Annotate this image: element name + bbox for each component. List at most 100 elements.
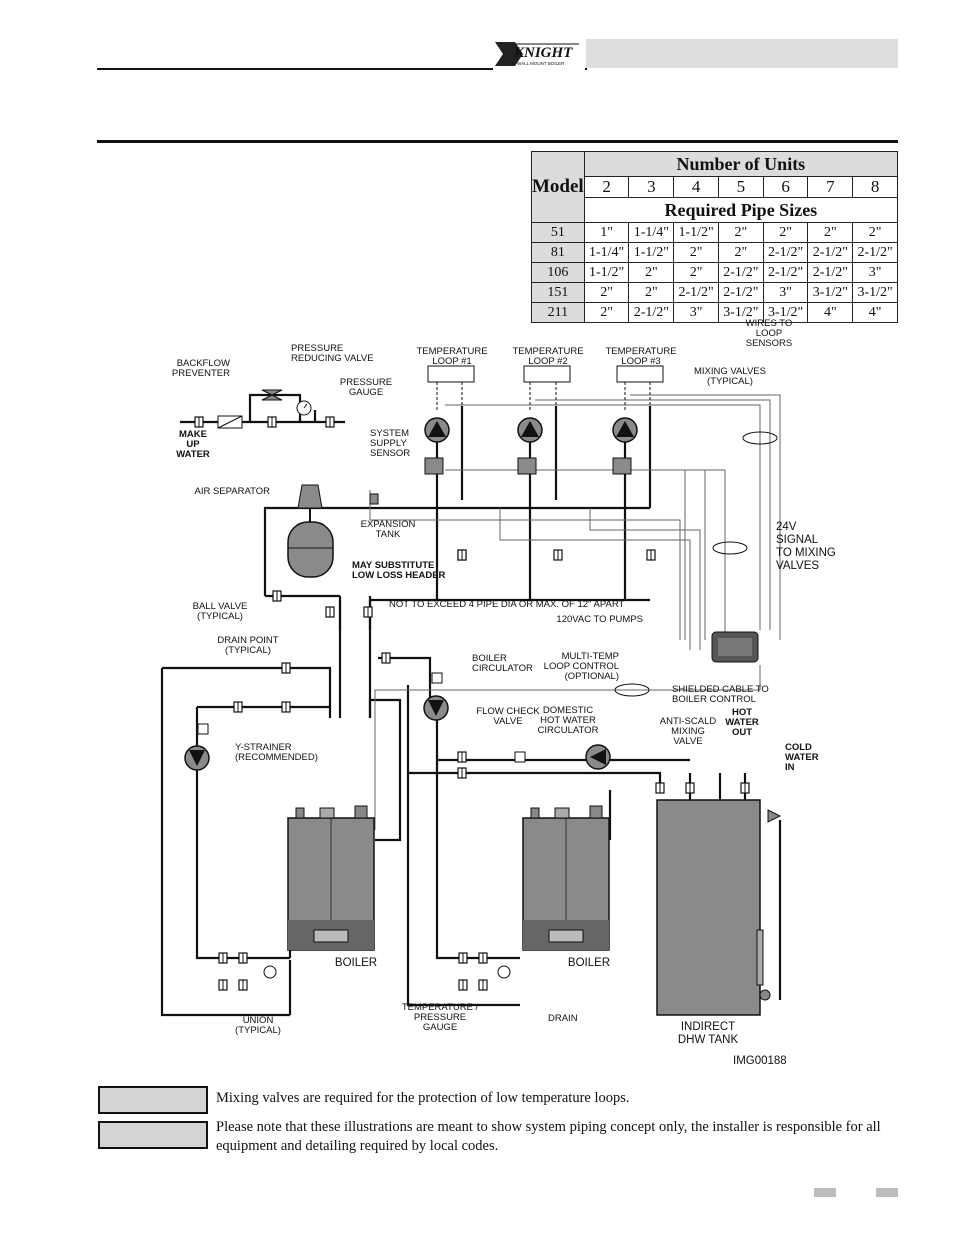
anti-scald-label: MIXING <box>671 726 705 737</box>
size-cell: 1-1/2" <box>673 222 719 243</box>
temp-loop3-label: LOOP #3 <box>621 356 660 367</box>
dhw-tank <box>656 799 761 1016</box>
boiler-1 <box>287 805 375 951</box>
size-cell: 1-1/4" <box>628 222 675 243</box>
drain-label: DRAIN <box>548 1013 578 1024</box>
size-cell: 2" <box>807 222 854 243</box>
hot-water-out-label: HOT <box>732 707 752 718</box>
ball-valve-label: BALL VALVE <box>193 601 248 612</box>
cold-water-in-label: COLD <box>785 742 812 753</box>
size-cell: 2-1/2" <box>628 302 675 323</box>
image-id-label: IMG00188 <box>733 1055 787 1067</box>
signal-24v-label: TO MIXING <box>776 547 836 559</box>
wires-label: LOOP <box>756 328 782 339</box>
size-cell: 3" <box>852 262 898 283</box>
expansion-tank-label: EXPANSION <box>361 519 416 530</box>
model-cell: 106 <box>531 262 585 283</box>
size-cell: 2-1/2" <box>673 282 719 303</box>
boiler-circulator-label: BOILER <box>472 653 507 664</box>
may-substitute-label: MAY SUBSTITUTE <box>352 560 434 571</box>
signal-24v-label: 24V <box>776 521 797 533</box>
may-substitute-label: LOW LOSS HEADER <box>352 570 446 581</box>
dhw-circulator-label: CIRCULATOR <box>538 725 599 736</box>
air-separator-label: AIR SEPARATOR <box>195 486 271 497</box>
units-header: Number of Units <box>583 151 899 177</box>
unit-count-6: 6 <box>762 176 809 198</box>
not-to-exceed-label: NOT TO EXCEED 4 PIPE DIA OR MAX. OF 12" … <box>389 599 625 610</box>
flow-check-1 <box>197 723 209 735</box>
pressure-gauge-label: GAUGE <box>349 387 383 398</box>
make-up-water-label: UP <box>186 439 200 450</box>
size-cell: 1-1/2" <box>583 262 630 283</box>
temp-loop1-label: TEMPERATURE <box>416 346 487 357</box>
cold-water-in-label: IN <box>785 762 795 773</box>
wires-label: WIRES TO <box>746 318 793 329</box>
signal-24v-label: SIGNAL <box>776 534 819 546</box>
system-supply-sensor <box>369 493 379 505</box>
multi-temp-label: MULTI-TEMP <box>562 651 619 662</box>
shielded-cable-label: SHIELDED CABLE TO <box>672 684 769 695</box>
system-supply-label: SUPPLY <box>370 438 407 449</box>
tp-gauge-2 <box>497 965 511 979</box>
page-tab-left <box>814 1188 836 1197</box>
temp-loop2-label: LOOP #2 <box>528 356 567 367</box>
backflow-label: PREVENTER <box>172 368 230 379</box>
size-cell: 1-1/4" <box>583 242 630 263</box>
boiler1-label: BOILER <box>335 957 377 969</box>
caution-box <box>98 1086 208 1114</box>
y-strainer-label: Y-STRAINER <box>235 742 292 753</box>
size-cell: 2-1/2" <box>807 242 854 263</box>
size-cell: 2-1/2" <box>762 262 809 283</box>
size-cell: 2-1/2" <box>852 242 898 263</box>
wire-bundle-2 <box>712 541 748 555</box>
size-cell: 1" <box>583 222 630 243</box>
shielded-cable-label: BOILER CONTROL <box>672 694 756 705</box>
cold-water-in-label: WATER <box>785 752 819 763</box>
make-up-water-label: WATER <box>176 449 210 460</box>
size-cell: 2" <box>762 222 809 243</box>
multi-temp-label: (OPTIONAL) <box>565 671 619 682</box>
unit-count-5: 5 <box>717 176 764 198</box>
dhw-circulator-label: DOMESTIC <box>543 705 593 716</box>
pressure-gauge-label: PRESSURE <box>340 377 392 388</box>
flow-check-3 <box>514 751 526 763</box>
drain-point-label: (TYPICAL) <box>225 645 271 656</box>
flow-check-label: FLOW CHECK <box>476 706 540 717</box>
model-header: Model <box>531 151 585 223</box>
backflow-label: BACKFLOW <box>177 358 230 369</box>
hot-water-out-label: WATER <box>725 717 759 728</box>
mixing-valves-label: MIXING VALVES <box>694 366 766 377</box>
size-cell: 2" <box>717 242 764 263</box>
size-cell: 2-1/2" <box>762 242 809 263</box>
unit-count-4: 4 <box>673 176 719 198</box>
boiler-circulator-label: CIRCULATOR <box>472 663 533 674</box>
size-cell: 2" <box>628 262 675 283</box>
system-supply-label: SENSOR <box>370 448 410 459</box>
model-cell: 81 <box>531 242 585 263</box>
anti-scald-label: ANTI-SCALD <box>660 716 717 727</box>
size-cell: 2" <box>717 222 764 243</box>
tp-gauge-label: PRESSURE <box>414 1012 466 1023</box>
model-cell: 51 <box>531 222 585 243</box>
note-mixing-valves: Mixing valves are required for the prote… <box>216 1090 630 1106</box>
temp-loop-boxes <box>427 365 664 410</box>
drain-point-label: DRAIN POINT <box>217 635 278 646</box>
wire-bundle-1 <box>742 431 778 445</box>
prv-label: REDUCING VALVE <box>291 353 374 364</box>
size-cell: 2" <box>673 262 719 283</box>
temp-loop1-label: LOOP #1 <box>432 356 471 367</box>
sizes-header: Required Pipe Sizes <box>583 197 899 223</box>
logo-text: KNIGHT <box>513 45 573 61</box>
flow-check-2 <box>431 672 443 684</box>
mixing-valves-label: (TYPICAL) <box>707 376 753 387</box>
size-cell: 3-1/2" <box>717 302 764 323</box>
size-cell: 2-1/2" <box>717 282 764 303</box>
union-label: UNION <box>243 1015 274 1026</box>
prv-label: PRESSURE <box>291 343 343 354</box>
size-cell: 3-1/2" <box>852 282 898 303</box>
wire-bundle-3 <box>614 683 650 697</box>
